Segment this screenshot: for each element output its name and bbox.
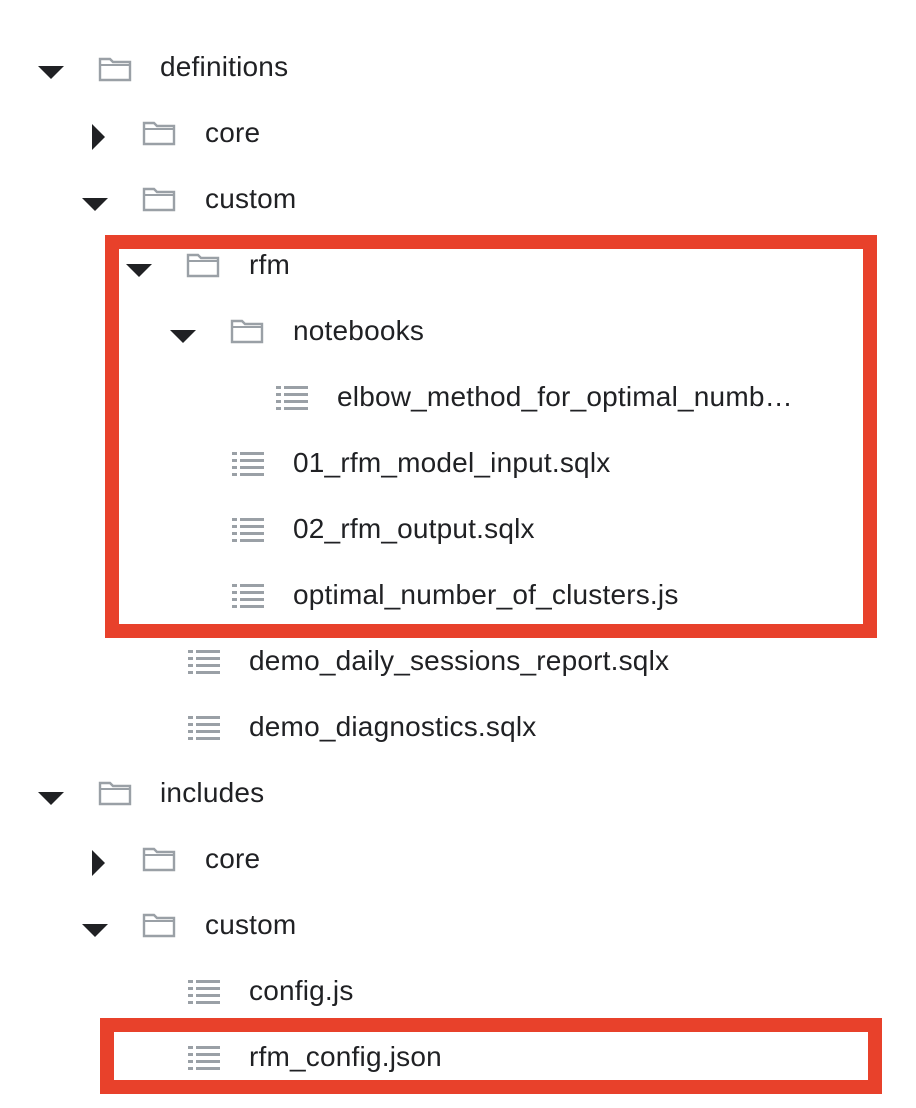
caret-right-icon[interactable] [92,124,105,150]
folder-icon [98,57,132,82]
folder-icon [186,253,220,278]
tree-item-label: core [205,117,261,148]
file-list-icon [188,1046,220,1070]
folder-icon [142,913,176,938]
tree-item-includes-custom[interactable]: custom [0,892,880,958]
tree-item-daily-sessions[interactable]: demo_daily_sessions_report.sqlx [0,628,880,694]
highlight-box-rfm [105,235,877,638]
tree-item-label: includes [160,777,265,808]
tree-item-rfm-output[interactable]: 02_rfm_output.sqlx [0,496,880,562]
tree-item-label: custom [205,909,297,940]
tree-item-notebooks[interactable]: notebooks [0,298,880,364]
caret-down-icon[interactable] [82,924,108,937]
tree-item-rfm-model-input[interactable]: 01_rfm_model_input.sqlx [0,430,880,496]
tree-item-diagnostics[interactable]: demo_diagnostics.sqlx [0,694,880,760]
tree-item-rfm-config[interactable]: rfm_config.json [0,1024,880,1090]
folder-icon [142,121,176,146]
tree-item-optimal-clusters[interactable]: optimal_number_of_clusters.js [0,562,880,628]
highlight-box-rfm-config [100,1018,882,1094]
tree-item-label: demo_diagnostics.sqlx [249,711,537,742]
folder-icon [230,319,264,344]
caret-down-icon[interactable] [170,330,196,343]
file-list-icon [188,980,220,1004]
tree-item-label: config.js [249,975,354,1006]
file-list-icon [232,584,264,608]
tree-item-config[interactable]: config.js [0,958,880,1024]
file-list-icon [188,716,220,740]
tree-item-definitions-core[interactable]: core [0,100,880,166]
tree-item-definitions-custom[interactable]: custom [0,166,880,232]
tree-item-label: definitions [160,51,289,82]
tree-item-definitions[interactable]: definitions [0,34,880,100]
tree-item-rfm[interactable]: rfm [0,232,880,298]
file-list-icon [232,518,264,542]
tree-item-label: core [205,843,261,874]
tree-item-label: custom [205,183,297,214]
file-list-icon [188,650,220,674]
file-list-icon [232,452,264,476]
caret-down-icon[interactable] [38,792,64,805]
caret-right-icon[interactable] [92,850,105,876]
tree-item-includes[interactable]: includes [0,760,880,826]
folder-icon [142,847,176,872]
caret-down-icon[interactable] [126,264,152,277]
tree-item-includes-core[interactable]: core [0,826,880,892]
caret-down-icon[interactable] [38,66,64,79]
folder-icon [98,781,132,806]
caret-down-icon[interactable] [82,198,108,211]
file-list-icon [276,386,308,410]
folder-icon [142,187,176,212]
tree-item-elbow-notebook[interactable]: elbow_method_for_optimal_numb… [0,364,880,430]
